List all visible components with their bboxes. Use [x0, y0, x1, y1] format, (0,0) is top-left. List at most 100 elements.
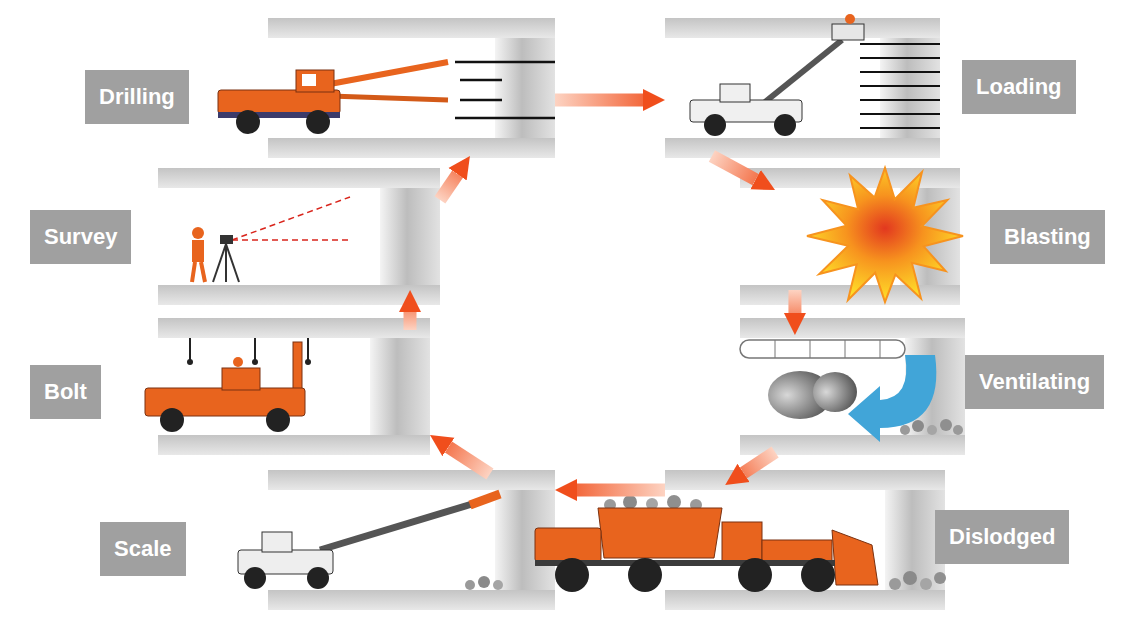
rig-cab	[296, 70, 334, 92]
drill-boom	[330, 62, 448, 84]
tunnel-panel	[665, 18, 940, 158]
tunnel-floor	[268, 138, 555, 158]
operator	[233, 357, 243, 367]
flow-arrow	[448, 447, 490, 474]
step-region: Survey	[30, 172, 440, 290]
bolt-plate	[187, 359, 193, 365]
rock	[934, 572, 946, 584]
wheel	[307, 567, 329, 589]
tunnel-floor	[665, 138, 940, 158]
bolter	[145, 338, 311, 432]
step-label: Dislodged	[935, 510, 1069, 564]
tunnel-roof	[158, 168, 440, 188]
step-label: Drilling	[85, 70, 189, 124]
tunnel-roof	[268, 18, 555, 38]
rock-bolt	[254, 338, 256, 362]
ventilation	[740, 340, 963, 442]
basket	[832, 24, 864, 40]
duct-joint	[775, 340, 776, 358]
charged-hole	[860, 85, 940, 87]
rock-bolt	[307, 338, 309, 362]
rock	[667, 495, 681, 509]
rock	[903, 571, 917, 585]
rock	[493, 580, 503, 590]
step-label: Bolt	[30, 365, 101, 419]
sight-line	[232, 197, 350, 240]
rock	[623, 495, 637, 509]
step-region: Blasting	[775, 172, 1108, 290]
charged-hole	[860, 71, 940, 73]
surveyor-head	[192, 227, 204, 239]
tunnel-panel	[268, 18, 555, 158]
blast-star	[807, 168, 963, 302]
rock	[940, 419, 952, 431]
wheel	[628, 558, 662, 592]
tunnel-panel	[740, 318, 965, 455]
tunnel-face	[495, 38, 555, 138]
step-label: Survey	[30, 210, 131, 264]
tunnel-floor	[665, 590, 945, 610]
wheel	[160, 408, 184, 432]
step-label: Scale	[100, 522, 186, 576]
wheel	[236, 110, 260, 134]
bolter-cab	[222, 368, 260, 390]
bolt-plate	[305, 359, 311, 365]
tunnel-face	[380, 188, 440, 285]
drill-hole	[455, 61, 555, 64]
cab	[722, 522, 762, 562]
wheel	[774, 114, 796, 136]
rock	[889, 578, 901, 590]
duct-joint	[880, 340, 881, 358]
sight-line	[232, 239, 350, 241]
charging-vehicle	[690, 14, 940, 136]
wheel	[738, 558, 772, 592]
scaler-boom	[320, 504, 472, 550]
charged-hole	[860, 43, 940, 45]
surveyor-body	[192, 240, 204, 262]
flow-arrow	[440, 174, 458, 200]
explosion	[807, 168, 963, 302]
flow-arrow	[744, 452, 776, 473]
charged-hole	[860, 99, 940, 101]
scaler-hammer	[470, 494, 500, 505]
rock-bolt	[189, 338, 191, 362]
surveyor	[192, 197, 350, 282]
charged-hole	[860, 57, 940, 59]
tunnel-roof	[665, 470, 945, 490]
rock	[478, 576, 490, 588]
tunnel-floor	[158, 435, 430, 455]
duct-joint	[845, 340, 846, 358]
rock	[953, 425, 963, 435]
step-region: Scale	[100, 474, 555, 608]
drill-hole	[455, 117, 555, 120]
bucket	[832, 530, 878, 585]
tunnel-roof	[740, 318, 965, 338]
drill-boom	[330, 96, 448, 100]
tunnel-roof	[665, 18, 940, 38]
drill-hole	[460, 79, 502, 82]
wheel	[266, 408, 290, 432]
tunnel-panel	[268, 470, 555, 610]
tripod-leg	[213, 244, 226, 282]
airflow-arrow	[848, 355, 936, 442]
step-region: Bolt	[30, 330, 430, 452]
drill-rig	[218, 62, 555, 134]
tunnel-floor	[268, 590, 555, 610]
tunnel-panel	[158, 168, 440, 305]
tripod-leg	[226, 244, 239, 282]
smoke	[813, 372, 857, 412]
tripod-leg	[225, 244, 227, 282]
wheel	[244, 567, 266, 589]
scaler-cab	[262, 532, 292, 552]
vent-duct	[740, 340, 905, 358]
cab-window	[302, 74, 316, 86]
worker	[845, 14, 855, 24]
instrument	[220, 235, 233, 244]
scaler	[238, 494, 503, 590]
tunnel-panel	[158, 318, 430, 455]
tunnel-roof	[158, 318, 430, 338]
tunnel-face	[880, 38, 940, 138]
flow-arrow	[788, 290, 801, 313]
step-label: Ventilating	[965, 355, 1104, 409]
